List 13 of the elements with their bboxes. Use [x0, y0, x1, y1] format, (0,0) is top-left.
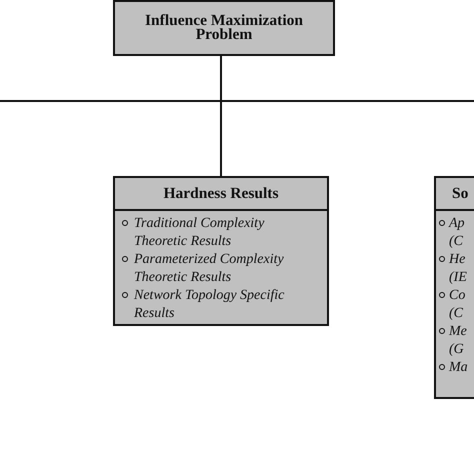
root-box: [113, 0, 335, 56]
category-box: [113, 176, 329, 326]
box-heading: Hardness Results: [164, 186, 278, 200]
list-item: Traditional Complexity Theoretic Results: [134, 215, 266, 251]
list-item: Me (G: [449, 323, 468, 359]
list-item: Network Topology Specific Results: [134, 287, 286, 323]
list-item: Ap (C: [449, 215, 466, 251]
box-heading: Influence Maximization Problem: [144, 14, 304, 42]
box-heading: So: [452, 186, 468, 200]
list-item: Parameterized Complexity Theoretic Results: [134, 251, 285, 287]
list-item: Ma: [449, 359, 469, 377]
list-item: He (IE: [449, 251, 468, 287]
list-item: Co (C: [449, 287, 466, 323]
